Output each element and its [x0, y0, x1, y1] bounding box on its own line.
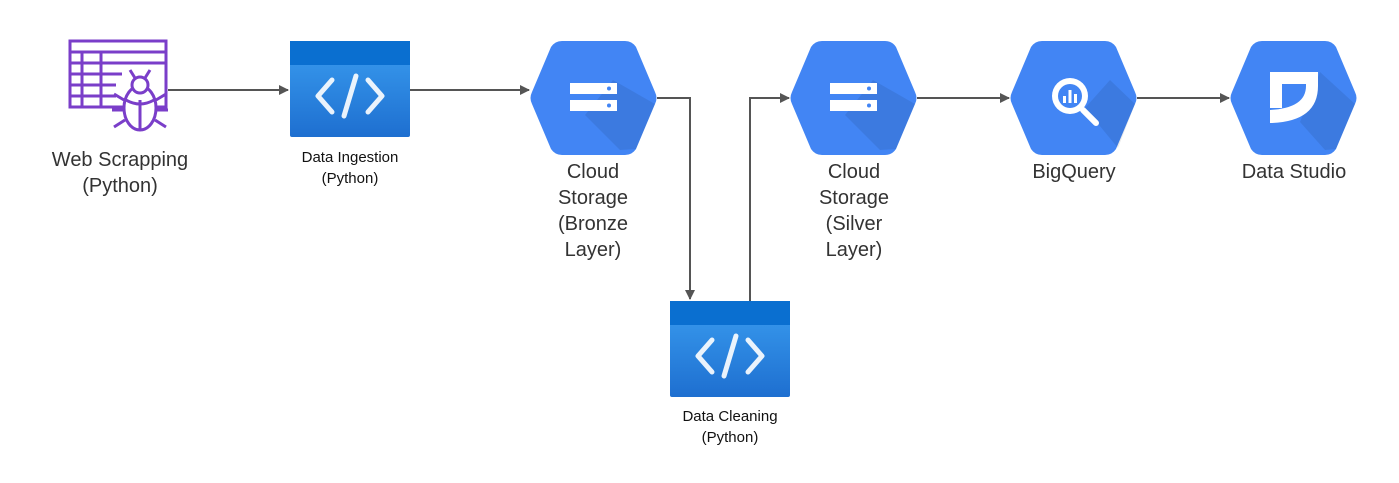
node-label-line: (Python)	[82, 175, 158, 197]
node-label-line: (Bronze	[558, 213, 628, 235]
code-icon	[670, 301, 790, 397]
node-web-scrapping: Web Scrapping (Python)	[52, 39, 188, 197]
storage-icon	[530, 41, 657, 155]
node-label-line: BigQuery	[1032, 161, 1115, 183]
node-label-line: (Silver	[826, 213, 883, 235]
node-label-line: Layer)	[565, 239, 622, 261]
node-label-line: Cloud	[828, 161, 880, 183]
node-label-line: Cloud	[567, 161, 619, 183]
node-label-line: Web Scrapping	[52, 149, 188, 171]
node-label-line: Storage	[558, 187, 628, 209]
node-label-line: (Python)	[322, 170, 379, 187]
node-label-line: (Python)	[702, 429, 759, 446]
node-label-line: Layer)	[826, 239, 883, 261]
connector-bronze-to-cleaning	[657, 97, 695, 300]
node-bigquery: BigQuery	[1010, 41, 1137, 183]
node-cloud-storage-silver: Cloud Storage (Silver Layer)	[790, 41, 917, 261]
node-data-studio: Data Studio	[1230, 41, 1357, 183]
storage-icon	[790, 41, 917, 155]
node-label-line: Data Studio	[1242, 161, 1347, 183]
node-label-line: Storage	[819, 187, 889, 209]
node-data-ingestion: Data Ingestion (Python)	[290, 41, 410, 187]
node-label-line: Data Ingestion	[302, 149, 399, 166]
data-studio-icon	[1230, 41, 1357, 155]
bigquery-icon	[1010, 41, 1137, 155]
code-icon	[290, 41, 410, 137]
node-data-cleaning: Data Cleaning (Python)	[670, 301, 790, 446]
node-label-line: Data Cleaning	[682, 408, 777, 425]
table-bug-icon	[68, 39, 168, 132]
connector-cleaning-to-silver	[749, 93, 790, 301]
node-cloud-storage-bronze: Cloud Storage (Bronze Layer)	[530, 41, 657, 261]
